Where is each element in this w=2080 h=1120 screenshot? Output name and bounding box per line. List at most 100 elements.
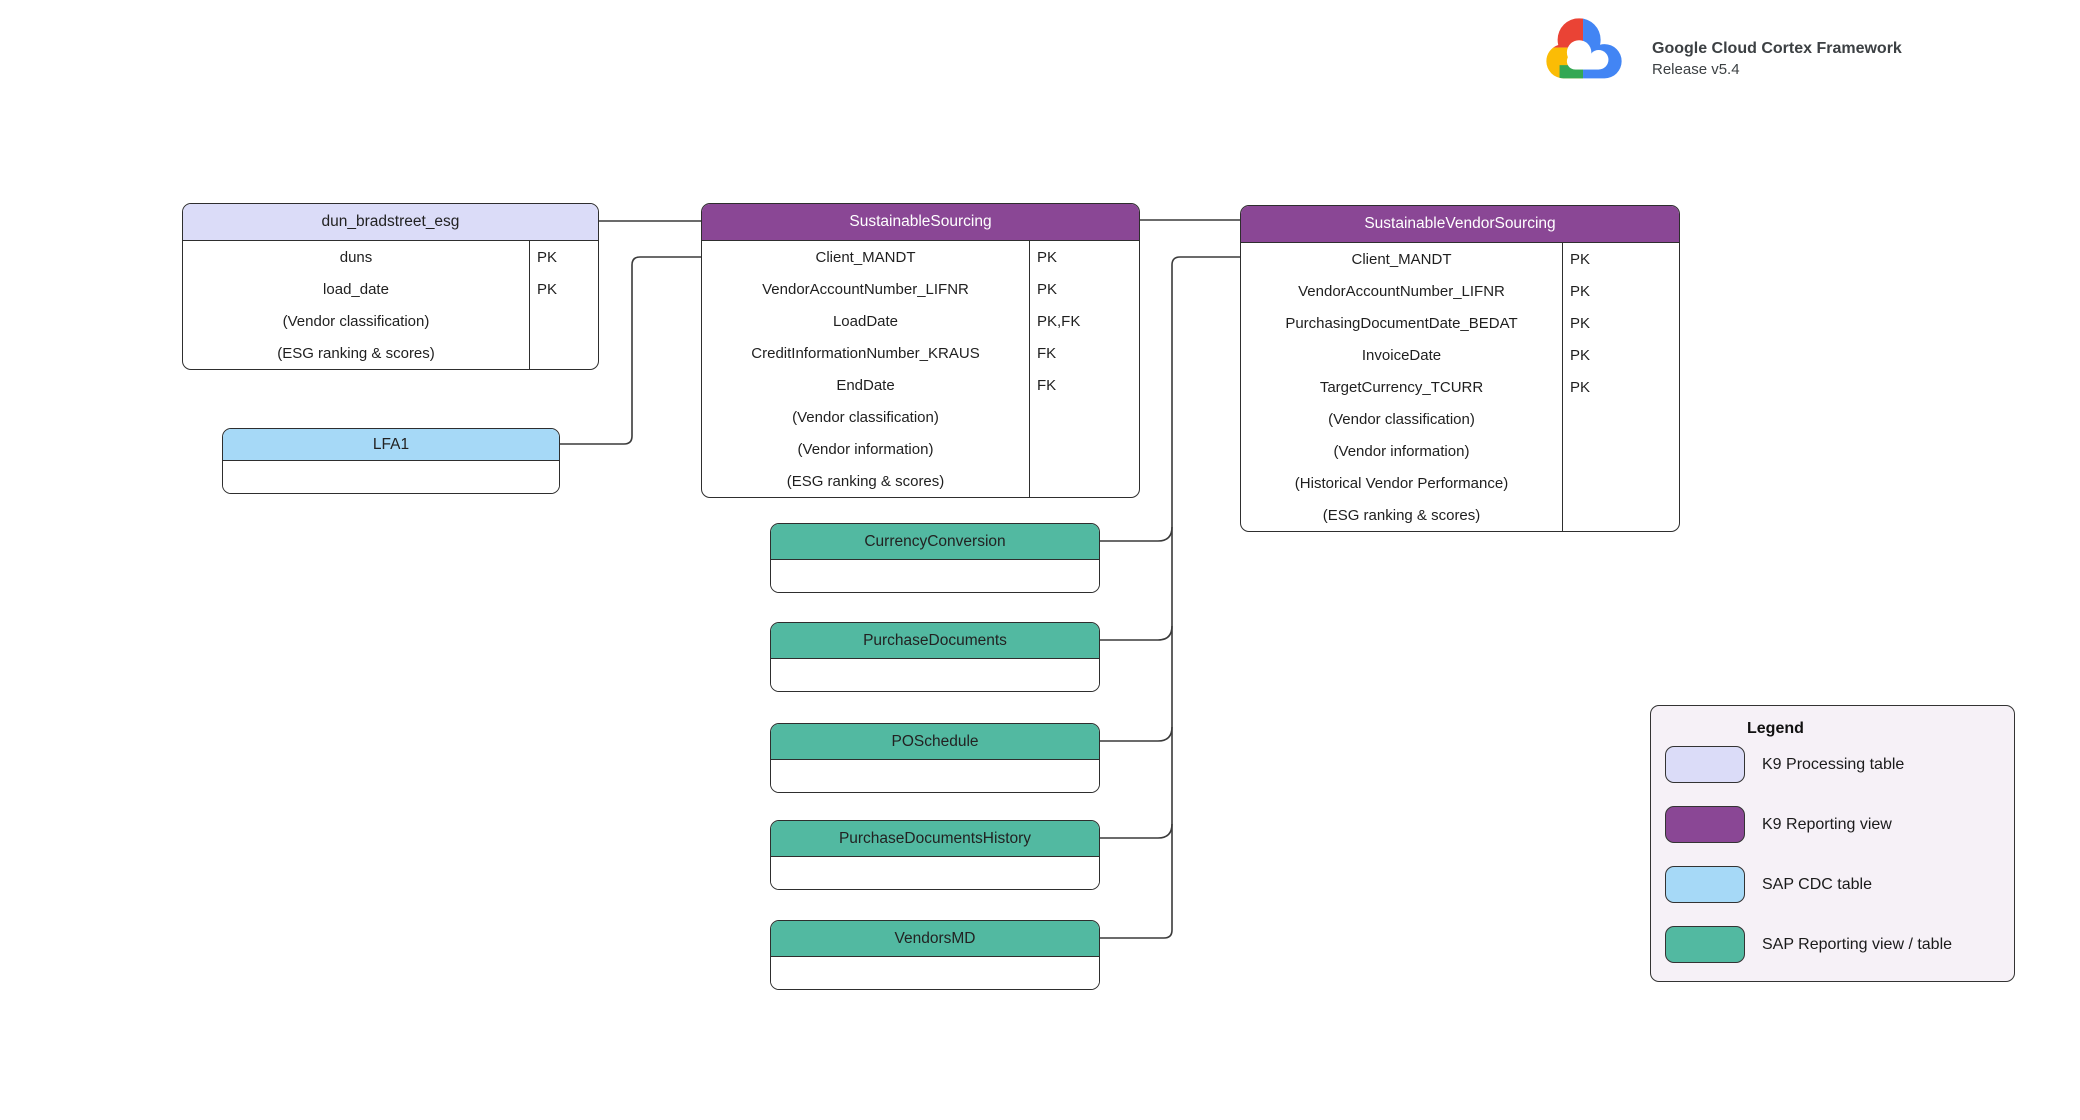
- field-name: (Vendor information): [1333, 442, 1470, 460]
- legend-row: SAP CDC table: [1665, 866, 2014, 903]
- table-sustainablevendorsourcing: SustainableVendorSourcing Client_MANDT P…: [1240, 205, 1680, 532]
- field-key: [529, 337, 598, 369]
- legend-label: SAP CDC table: [1762, 875, 1872, 893]
- brand-header: Google Cloud Cortex Framework Release v5…: [1540, 14, 1902, 85]
- table-header: SustainableSourcing: [702, 204, 1139, 241]
- field-key: [1562, 435, 1679, 467]
- table-empty-body: [771, 560, 1099, 592]
- table-header: CurrencyConversion: [771, 524, 1099, 560]
- edge-purchasedocuments-branch: [1100, 625, 1173, 641]
- field-name: VendorAccountNumber_LIFNR: [762, 280, 969, 298]
- field-name: (ESG ranking & scores): [786, 472, 945, 490]
- field-name: (Historical Vendor Performance): [1294, 474, 1509, 492]
- field-name: duns: [339, 248, 373, 266]
- legend-row: K9 Processing table: [1665, 746, 2014, 783]
- table-header: VendorsMD: [771, 921, 1099, 957]
- table-empty-body: [771, 760, 1099, 792]
- table-sustainablesourcing: SustainableSourcing Client_MANDT PK Vend…: [701, 203, 1140, 498]
- table-row: Client_MANDT PK: [1241, 243, 1679, 275]
- table-row: (Vendor information): [1241, 435, 1679, 467]
- legend: Legend K9 Processing table K9 Reporting …: [1650, 705, 2015, 982]
- table-row: (Vendor classification): [702, 401, 1139, 433]
- table-row: (ESG ranking & scores): [702, 465, 1139, 497]
- brand-title: Google Cloud Cortex Framework: [1652, 40, 1902, 57]
- field-name: VendorAccountNumber_LIFNR: [1298, 282, 1505, 300]
- legend-row: K9 Reporting view: [1665, 806, 2014, 843]
- field-key: PK: [529, 273, 598, 305]
- field-name: CreditInformationNumber_KRAUS: [751, 344, 980, 362]
- table-currencyconversion: CurrencyConversion: [770, 523, 1100, 593]
- table-poschedule: POSchedule: [770, 723, 1100, 793]
- field-key: FK: [1029, 369, 1139, 401]
- table-header: dun_bradstreet_esg: [183, 204, 598, 241]
- field-name: Client_MANDT: [1351, 250, 1452, 268]
- edge-poschedule-branch: [1100, 726, 1173, 742]
- field-name: (ESG ranking & scores): [277, 344, 435, 362]
- field-key: PK: [1562, 275, 1679, 307]
- legend-title: Legend: [1747, 720, 1804, 737]
- table-header: PurchaseDocumentsHistory: [771, 821, 1099, 857]
- table-header: LFA1: [223, 429, 559, 461]
- field-key: PK: [1562, 371, 1679, 403]
- table-empty-body: [771, 659, 1099, 691]
- field-key: PK: [1562, 307, 1679, 339]
- table-row: CreditInformationNumber_KRAUS FK: [702, 337, 1139, 369]
- brand-subtitle: Release v5.4: [1652, 61, 1740, 78]
- table-header: SustainableVendorSourcing: [1241, 206, 1679, 243]
- table-purchasedocumentshistory: PurchaseDocumentsHistory: [770, 820, 1100, 890]
- field-name: load_date: [323, 280, 389, 298]
- legend-swatch-sap-cdc: [1665, 866, 1745, 903]
- edge-currencyconversion-branch: [1100, 526, 1173, 542]
- field-key: [1562, 403, 1679, 435]
- field-key: PK: [529, 241, 598, 273]
- field-name: (Vendor classification): [1328, 410, 1475, 428]
- field-key: FK: [1029, 337, 1139, 369]
- legend-swatch-k9-processing: [1665, 746, 1745, 783]
- table-row: duns PK: [183, 241, 598, 273]
- legend-label: K9 Processing table: [1762, 755, 1905, 773]
- field-name: (Vendor classification): [282, 312, 430, 330]
- table-purchasedocuments: PurchaseDocuments: [770, 622, 1100, 692]
- field-name: Client_MANDT: [815, 248, 916, 266]
- legend-label: K9 Reporting view: [1762, 815, 1892, 833]
- field-key: PK: [1029, 273, 1139, 305]
- table-row: VendorAccountNumber_LIFNR PK: [702, 273, 1139, 305]
- field-name: EndDate: [836, 376, 895, 394]
- legend-swatch-k9-reporting: [1665, 806, 1745, 843]
- table-row: TargetCurrency_TCURR PK: [1241, 371, 1679, 403]
- legend-row: SAP Reporting view / table: [1665, 926, 2014, 963]
- edge-trunk-to-vendorsourcing: [1100, 256, 1240, 939]
- table-row: (Vendor information): [702, 433, 1139, 465]
- table-vendorsmd: VendorsMD: [770, 920, 1100, 990]
- field-name: (Vendor classification): [792, 408, 939, 426]
- table-empty-body: [771, 857, 1099, 889]
- field-key: [529, 305, 598, 337]
- field-name: LoadDate: [832, 312, 899, 330]
- table-dun-bradstreet-esg: dun_bradstreet_esg duns PK load_date PK …: [182, 203, 599, 370]
- field-name: InvoiceDate: [1361, 346, 1442, 364]
- table-row: PurchasingDocumentDate_BEDAT PK: [1241, 307, 1679, 339]
- legend-items: K9 Processing table K9 Reporting view SA…: [1665, 746, 2014, 963]
- field-key: PK: [1562, 243, 1679, 275]
- field-key: PK: [1562, 339, 1679, 371]
- table-row: (ESG ranking & scores): [1241, 499, 1679, 531]
- field-key: [1562, 499, 1679, 531]
- table-lfa1: LFA1: [222, 428, 560, 494]
- table-row: (ESG ranking & scores): [183, 337, 598, 369]
- field-key: PK,FK: [1029, 305, 1139, 337]
- field-name: (Vendor information): [797, 440, 934, 458]
- field-name: (ESG ranking & scores): [1322, 506, 1481, 524]
- table-row: (Vendor classification): [1241, 403, 1679, 435]
- field-key: [1029, 433, 1139, 465]
- table-row: EndDate FK: [702, 369, 1139, 401]
- table-header: POSchedule: [771, 724, 1099, 760]
- field-key: [1029, 401, 1139, 433]
- legend-label: SAP Reporting view / table: [1762, 935, 1953, 953]
- table-row: Client_MANDT PK: [702, 241, 1139, 273]
- table-header: PurchaseDocuments: [771, 623, 1099, 659]
- field-key: PK: [1029, 241, 1139, 273]
- field-name: PurchasingDocumentDate_BEDAT: [1285, 314, 1518, 332]
- edge-lfa1-to-sustainablesourcing: [560, 256, 701, 445]
